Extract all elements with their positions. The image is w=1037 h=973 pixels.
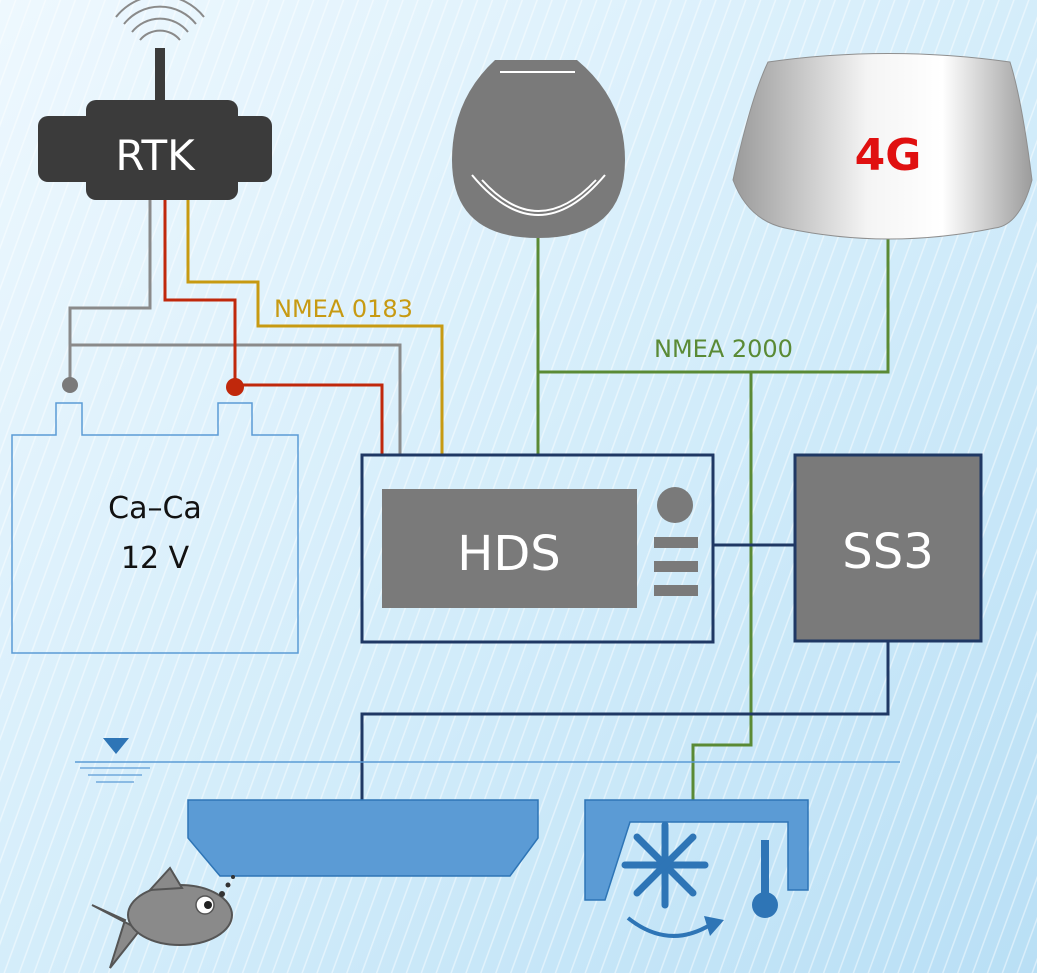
hds-screen bbox=[382, 489, 637, 608]
battery-label-chemistry: Ca–Ca bbox=[108, 491, 202, 526]
radar-dome bbox=[452, 60, 625, 238]
ss3-module: SS3 bbox=[793, 453, 983, 643]
thermometer-icon bbox=[752, 840, 778, 918]
water-level-icon bbox=[103, 738, 129, 754]
cable-nmea2000-backbone bbox=[538, 238, 890, 374]
hds-button-2 bbox=[654, 561, 698, 572]
battery-negative-terminal bbox=[62, 377, 78, 393]
cable-nmea2000-down bbox=[691, 372, 753, 800]
speed-temperature-sensor bbox=[584, 799, 809, 938]
wifi-signal-icon bbox=[115, 0, 205, 41]
hds-button-1 bbox=[654, 537, 698, 548]
nmea0183-label: NMEA 0183 bbox=[274, 295, 413, 323]
cable-nmea0183 bbox=[186, 198, 444, 455]
fish-icon bbox=[91, 866, 235, 969]
paddlewheel-icon bbox=[621, 821, 709, 909]
battery-positive-terminal bbox=[226, 378, 244, 396]
battery-label-voltage: 12 V bbox=[121, 541, 190, 576]
hds-label: HDS bbox=[457, 526, 561, 582]
cable-gray-battery-hds bbox=[70, 343, 402, 455]
water-level bbox=[75, 738, 900, 783]
cable-ss3-transducer bbox=[360, 640, 890, 800]
battery: Ca–Ca 12 V bbox=[11, 377, 299, 654]
hds-knob-icon bbox=[657, 487, 693, 523]
4g-antenna-dome: 4G bbox=[732, 53, 1033, 240]
cable-red-hds bbox=[235, 383, 384, 455]
ss3-label: SS3 bbox=[842, 524, 933, 580]
hds-button-3 bbox=[654, 585, 698, 596]
nmea2000-label: NMEA 2000 bbox=[654, 335, 793, 363]
cable-red-rtk bbox=[163, 198, 237, 385]
4g-label: 4G bbox=[855, 130, 922, 181]
rtk-label: RTK bbox=[115, 131, 196, 180]
hds-display-unit: HDS bbox=[360, 453, 715, 644]
rtk-receiver: RTK bbox=[38, 0, 272, 200]
rotation-arrow-icon bbox=[626, 916, 712, 938]
sonar-transducer bbox=[187, 799, 539, 877]
